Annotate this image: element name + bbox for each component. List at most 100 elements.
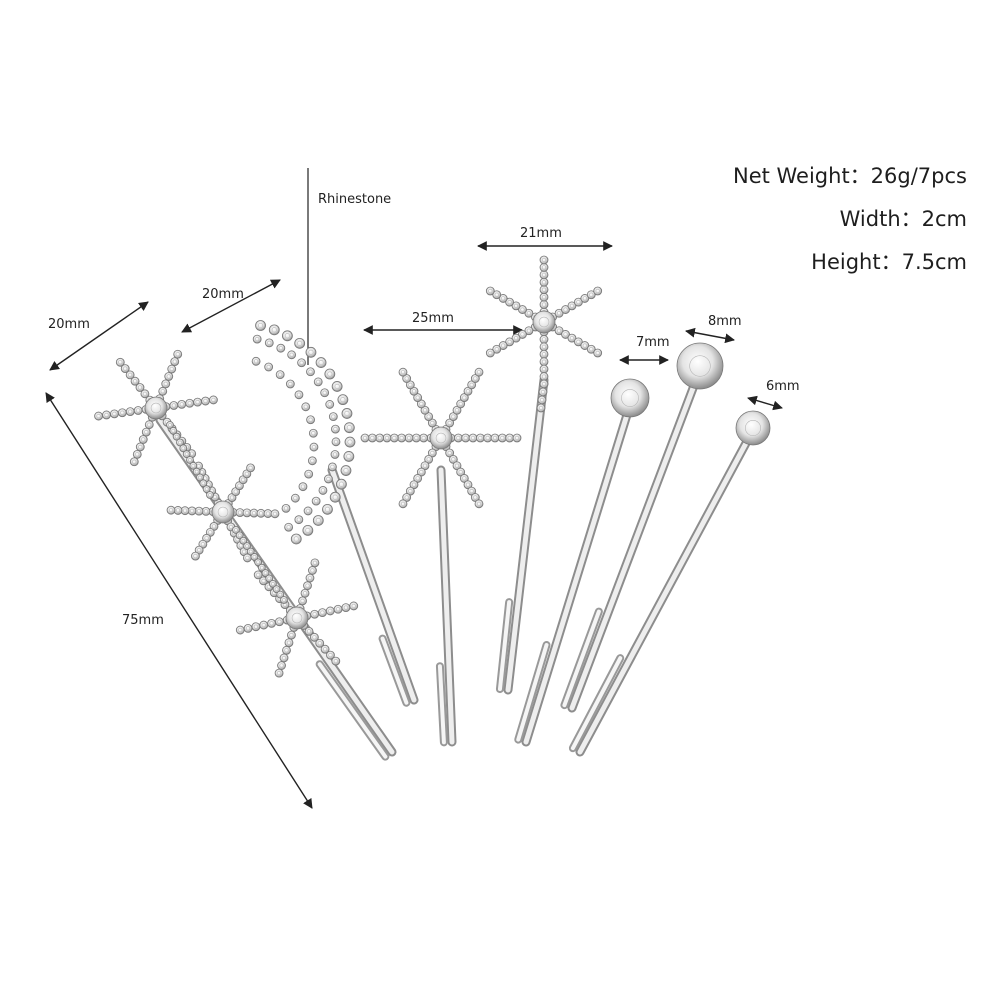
pin-8mm-label: 8mm <box>708 314 742 329</box>
moon-outer-stone <box>336 478 347 490</box>
rhinestone-chain-stone <box>475 433 485 443</box>
moon-inner-stone <box>307 456 317 466</box>
rhinestone-chain-stone <box>537 395 547 405</box>
rhinestone-chain-stone <box>257 563 266 572</box>
rhinestone-chain-stone <box>173 506 183 515</box>
rhinestone-chain-stone <box>246 547 255 556</box>
rhinestone-chain-stone <box>505 433 515 443</box>
rhinestone-chain-stone <box>539 300 549 309</box>
moon-inner-stone <box>308 428 318 438</box>
moon-inner-stone <box>285 379 295 389</box>
rhinestone-chain-stone <box>243 553 252 563</box>
moon-middle-stone <box>320 388 330 398</box>
moon-middle-stone <box>294 515 304 525</box>
rhinestone-chain-stone <box>320 644 330 654</box>
rhinestone-chain-stone <box>249 508 259 518</box>
rhinestone-chain-stone <box>261 569 270 577</box>
rhinestone-chain-stone <box>360 433 370 443</box>
rhinestone-chain-stone <box>254 558 263 567</box>
rhinestone-chain-stone <box>135 383 145 392</box>
rhinestone-chain-stone <box>170 357 180 367</box>
moon-outer-stone <box>255 320 266 331</box>
pin-6mm-arrow <box>747 395 783 411</box>
moon-outer-stone <box>294 337 306 349</box>
jewel-heads <box>94 255 771 678</box>
moon-inner-stone <box>304 469 314 479</box>
moon-outer-stone <box>312 515 324 526</box>
rhinestone-chain-stone <box>331 656 341 666</box>
rhinestone-chain-stone <box>182 450 191 459</box>
moon-inner-stone <box>281 503 291 513</box>
rhinestone-chain-stone <box>398 367 408 377</box>
top-star <box>485 255 603 389</box>
rhinestone-chain-stone <box>561 305 570 314</box>
moon-outer-stone <box>322 503 333 515</box>
rhinestone-chain-stone <box>280 596 288 604</box>
top-star-pin-body <box>495 375 549 695</box>
rhinestone-chain-stone <box>580 341 590 350</box>
moon-middle-stone <box>311 496 321 506</box>
rhinestone-chain-stone <box>349 601 359 611</box>
rhinestone-chain-stone <box>243 542 251 551</box>
rhinestone-chain-stone <box>397 433 407 443</box>
rhinestone-chain-stone <box>191 551 200 561</box>
rhinestone-chain-stone <box>115 357 125 367</box>
star-pin-width-label: 20mm <box>48 317 90 332</box>
moon-middle-stone <box>284 522 294 532</box>
rhinestone-chain-stone <box>259 620 269 630</box>
rhinestone-chain-stone <box>209 395 218 405</box>
rhinestone-chain-stone <box>300 588 310 598</box>
rhinestone-chain-stone <box>310 558 320 568</box>
moon-inner-stone <box>251 356 261 366</box>
rhinestone-chain-stone <box>325 606 335 616</box>
rhinestone-chain-stone <box>169 426 178 435</box>
bobby-pins <box>155 370 757 761</box>
rhinestone-chain-stone <box>305 573 315 583</box>
rhinestone-chain-stone <box>250 553 259 561</box>
rhinestone-chain-stone <box>253 570 263 580</box>
rhinestone-chain-stone <box>243 623 253 633</box>
rhinestone-chain-stone <box>186 456 194 464</box>
moon-outer-stone <box>337 394 349 406</box>
rhinestone-chain-stone <box>505 337 515 347</box>
rhinestone-chain-stone <box>166 421 174 429</box>
rhinestone-chain-stone <box>567 301 577 311</box>
moon-outer-stone <box>343 422 355 434</box>
moon-inner-stone <box>298 482 308 492</box>
rhinestone-chain-stone <box>474 367 484 377</box>
height-spec: Height：7.5cm <box>811 250 967 274</box>
moon-outer-stone <box>340 465 352 476</box>
rhinestone-chain-stone <box>474 499 484 509</box>
rhinestone-chain-stone <box>196 473 204 482</box>
rhinestone-chain-stone <box>166 505 176 515</box>
star-2 <box>166 461 280 563</box>
rhinestone-chain-stone <box>189 461 198 470</box>
rhinestone-chain-stone <box>179 444 188 453</box>
rhinestone-chain-stone <box>416 467 426 477</box>
rhinestone-chain-stone <box>298 596 307 606</box>
rhinestone-chain-stone <box>304 626 314 636</box>
rhinestone-chain-stone <box>492 290 502 300</box>
rhinestone-chain-stone <box>539 379 549 389</box>
moon-outer-stone <box>324 368 336 380</box>
rhinestone-chain-stone <box>235 531 244 540</box>
round-7mm-pin-body <box>514 400 635 747</box>
rhinestone-chain-stone <box>538 387 548 397</box>
round-8mm-pin-body <box>560 370 703 713</box>
rhinestone-chain-stone <box>276 590 285 599</box>
moon-middle-stone <box>287 350 297 360</box>
rhinestone-chain-stone <box>524 308 534 318</box>
rhinestone-chain-stone <box>267 619 276 628</box>
moon-inner-stone <box>309 442 319 452</box>
moon-outer-stone <box>290 533 302 545</box>
moon-middle-stone <box>252 334 262 344</box>
rhinestone-chain-stone <box>279 653 289 663</box>
rhinestone-chain-stone <box>94 411 103 421</box>
rhinestone-chain-stone <box>367 433 377 443</box>
rhinestone-chain-stone <box>158 386 168 396</box>
star-pin-length-label: 75mm <box>122 613 164 628</box>
rhinestone-chain-stone <box>206 491 214 499</box>
rhinestone-chain-stone <box>539 357 549 367</box>
rhinestone-chain-stone <box>427 448 437 458</box>
rhinestone-chain-stone <box>536 403 546 413</box>
